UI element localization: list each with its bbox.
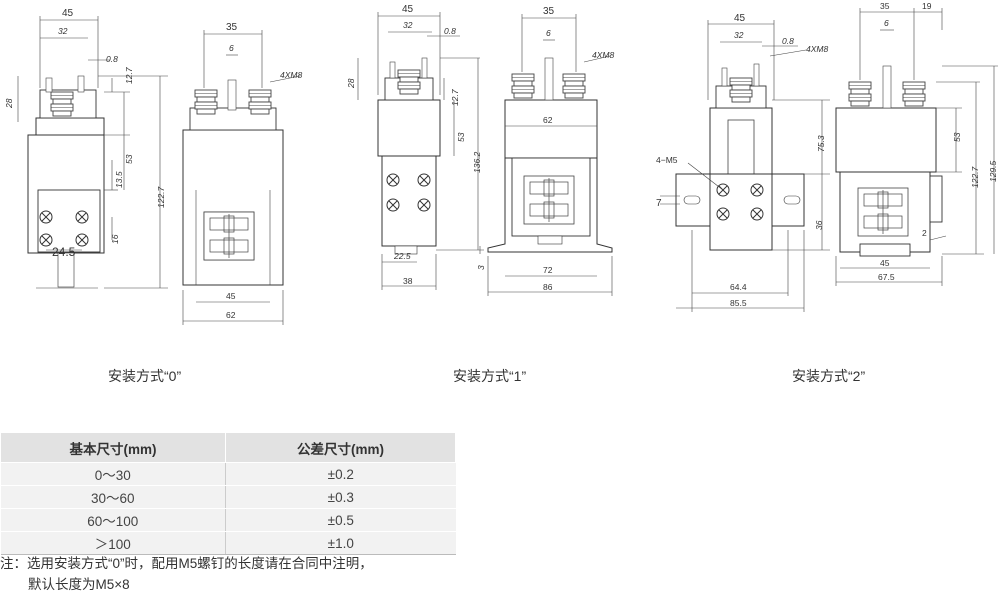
dim-122.7-mount2: 122.7 [970, 166, 980, 188]
drawing-mount2-side [675, 63, 805, 251]
dim-3-mount1: 3 [476, 265, 486, 270]
dim-19-mount2: 19 [922, 1, 932, 11]
drawing-mount0-side [27, 75, 105, 289]
cell-tolerance: ±0.3 [225, 485, 456, 509]
table-row: 60～100 ±0.5 [0, 508, 456, 532]
table-row: 30～60 ±0.3 [0, 485, 456, 509]
dim-28-mount0: 28 [4, 98, 14, 109]
header-tolerance: 公差尺寸(mm) [225, 432, 456, 463]
dimensions-mount0-side: 45 32 0.8 28 12.7 53 13.5 122.7 16 24.5 [4, 8, 168, 289]
drawing-mount1-side [377, 57, 441, 255]
dim-6-mount0: 6 [229, 43, 234, 53]
cell-tolerance: ±1.0 [225, 531, 456, 555]
dim-13.5-mount0: 13.5 [114, 171, 124, 188]
dim-64.4-mount2: 64.4 [730, 282, 747, 292]
dim-4XM8-mount1: 4XM8 [592, 50, 614, 60]
dim-32-mount2: 32 [734, 30, 744, 40]
dim-45-mount0: 45 [62, 8, 74, 19]
dim-45-mount2: 45 [734, 13, 746, 24]
dimensions-mount1-front: 35 6 4XM8 62 3 72 86 [476, 6, 614, 296]
caption-mount-1: 安装方式“1” [453, 368, 527, 384]
tolerance-table: 基本尺寸(mm) 公差尺寸(mm) 0～30 ±0.2 30～60 ±0.3 6… [0, 432, 456, 555]
cell-size: 0～30 [0, 462, 226, 486]
dim-32-mount0: 32 [58, 26, 68, 36]
cell-size: 30～60 [0, 485, 226, 509]
drawing-mount1-front [487, 57, 613, 253]
caption-mount-0: 安装方式“0” [108, 368, 182, 384]
dim-62-mount1: 62 [543, 115, 553, 125]
caption-mount-2: 安装方式“2” [792, 368, 866, 384]
dim-35-mount0: 35 [226, 22, 238, 33]
dimensions-mount1-side: 45 32 0.8 28 12.7 53 136.2 22.5 38 [346, 4, 484, 290]
dim-122.7-mount0: 122.7 [156, 186, 166, 208]
dim-53-mount0: 53 [124, 154, 134, 164]
dim-12.7-mount0: 12.7 [124, 67, 134, 84]
dim-7-mount2: 7 [656, 198, 662, 209]
dim-136.2-mount1: 136.2 [472, 151, 482, 173]
dim-6-mount2: 6 [884, 18, 889, 28]
dim-45-mount1: 45 [402, 4, 414, 15]
dim-28-mount1: 28 [346, 78, 356, 89]
dim-12.7-mount1: 12.7 [450, 89, 460, 106]
dim-08-mount2: 0.8 [782, 36, 794, 46]
dim-67.5-mount2: 67.5 [878, 272, 895, 282]
dim-4XM8-mount0: 4XM8 [280, 70, 302, 80]
table-header-row: 基本尺寸(mm) 公差尺寸(mm) [0, 432, 456, 463]
dim-86-mount1: 86 [543, 282, 553, 292]
dim-16-mount0: 16 [110, 234, 120, 244]
dimensions-mount2-front: 35 19 6 53 122.7 129.5 2 45 67.5 [835, 1, 998, 286]
dim-45b-mount0: 45 [226, 291, 236, 301]
table-row: 0～30 ±0.2 [0, 462, 456, 486]
dim-4-M5-mount2: 4−M5 [656, 155, 678, 165]
footnote-line-2: 默认长度为M5×8 [28, 577, 130, 592]
cell-tolerance: ±0.2 [225, 462, 456, 486]
footnote: 注：选用安装方式“0”时，配用M5螺钉的长度请在合同中注明， 默认长度为M5×8 [0, 553, 373, 595]
header-basic-size: 基本尺寸(mm) [0, 432, 226, 463]
dim-2-mount2: 2 [922, 228, 927, 238]
cell-size: 60～100 [0, 508, 226, 532]
cell-size: ＞100 [0, 531, 226, 555]
dim-75.3-mount2: 75.3 [816, 135, 826, 152]
dim-45b-mount2: 45 [880, 258, 890, 268]
dim-35-mount1: 35 [543, 6, 555, 17]
dim-38-mount1: 38 [403, 276, 413, 286]
dim-53-mount1: 53 [456, 132, 466, 142]
dim-6-mount1: 6 [546, 28, 551, 38]
drawing-mount0-front [182, 79, 284, 286]
cell-tolerance: ±0.5 [225, 508, 456, 532]
dim-08-mount0: 0.8 [106, 54, 118, 64]
dim-08-mount1: 0.8 [444, 26, 456, 36]
dim-85.5-mount2: 85.5 [730, 298, 747, 308]
table-row: ＞100 ±1.0 [0, 531, 456, 555]
dim-72-mount1: 72 [543, 265, 553, 275]
dim-35-mount2: 35 [880, 1, 890, 11]
dim-36-mount2: 36 [814, 220, 824, 230]
dim-53-mount2: 53 [952, 132, 962, 142]
technical-drawings: 45 32 0.8 28 12.7 53 13.5 122.7 16 24.5 [4, 1, 998, 325]
footnote-line-1: 注：选用安装方式“0”时，配用M5螺钉的长度请在合同中注明， [0, 556, 373, 571]
dimensions-mount0-front: 35 6 4XM8 45 62 [182, 22, 302, 325]
drawing-mount2-front [835, 65, 943, 257]
dim-4XM8-mount2: 4XM8 [806, 44, 828, 54]
dim-62-mount0: 62 [226, 310, 236, 320]
dimensions-mount2-side: 45 32 0.8 4XM8 4−M5 7 75.3 36 64.4 85.5 [656, 13, 830, 312]
dim-22.5-mount1: 22.5 [393, 251, 411, 261]
dim-129.5-mount2: 129.5 [988, 160, 998, 182]
dim-32-mount1: 32 [403, 20, 413, 30]
dim-24.5-mount0: 24.5 [52, 245, 76, 259]
